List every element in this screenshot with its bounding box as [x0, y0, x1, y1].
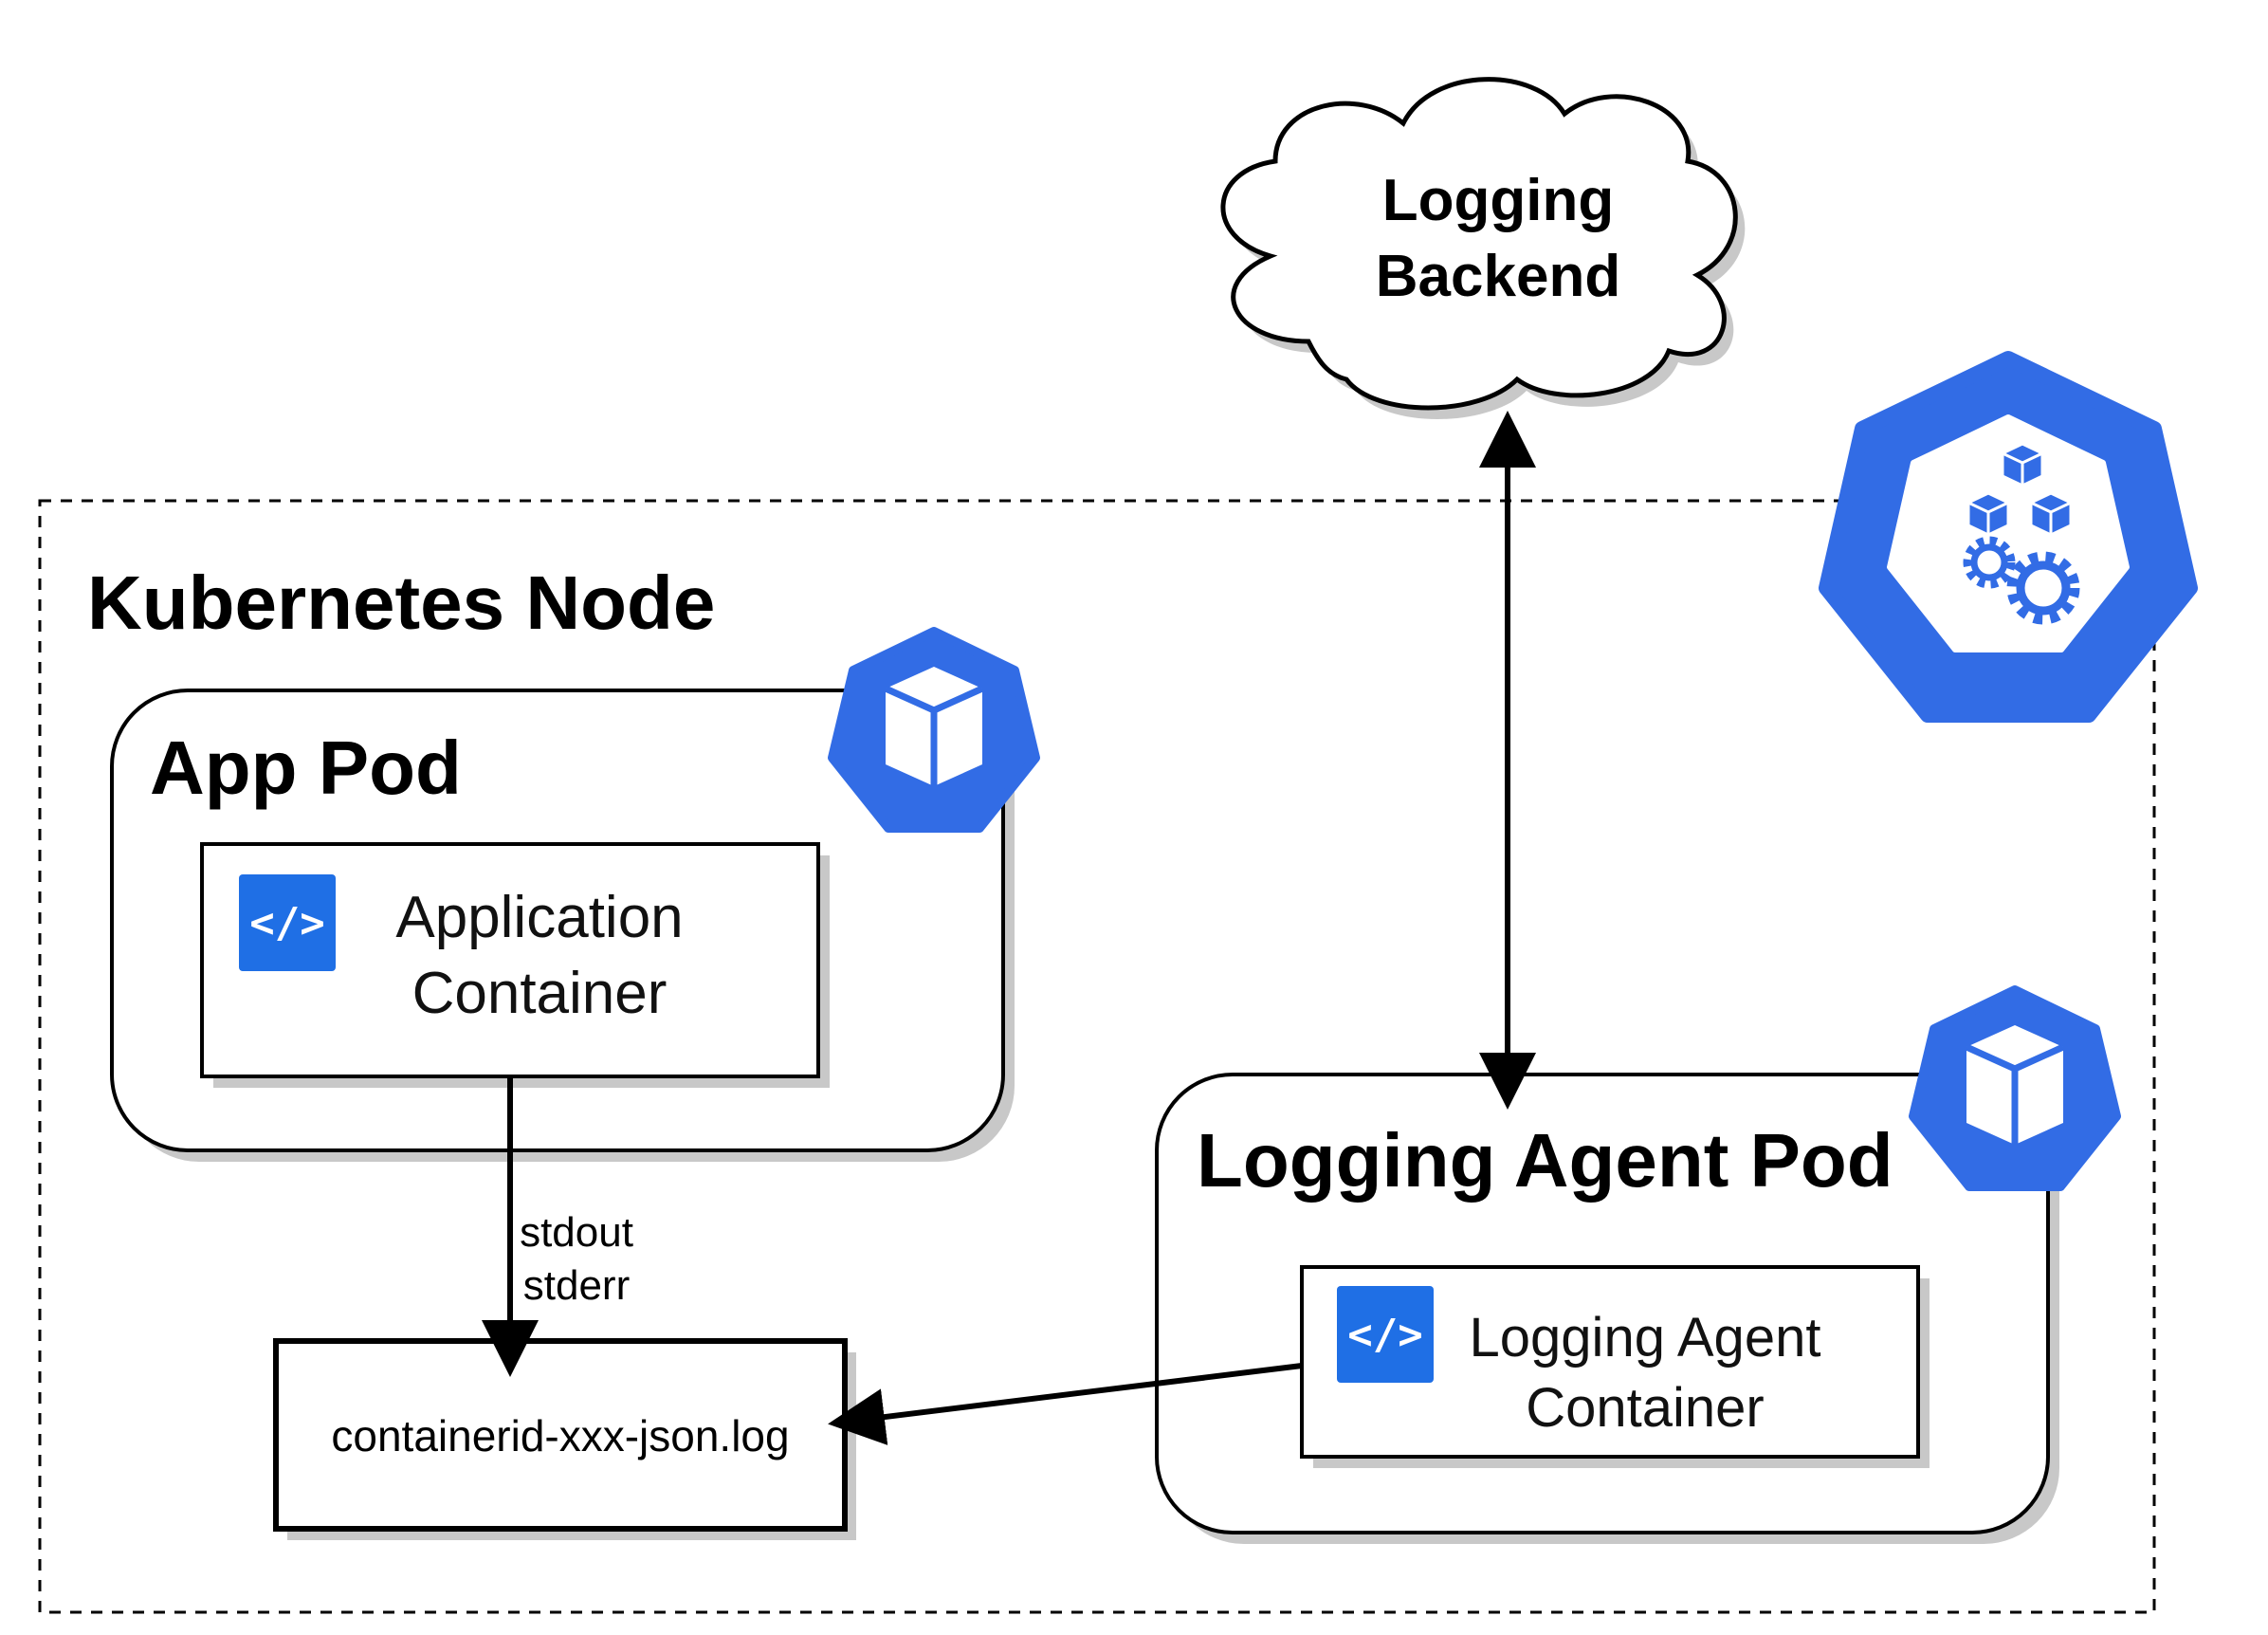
stderr-label: stderr	[522, 1262, 631, 1309]
stdout-label: stdout	[520, 1209, 633, 1256]
logging-agent-container-label: Logging Agent Container	[1441, 1303, 1849, 1443]
logging-backend-line2: Backend	[1375, 244, 1621, 309]
logging-backend-cloud	[1220, 77, 1746, 419]
kubernetes-node-boundary	[38, 499, 2156, 1614]
application-container-line2: Container	[412, 961, 668, 1026]
code-icon: </>	[1337, 1286, 1434, 1383]
kubernetes-node-title: Kubernetes Node	[87, 560, 716, 645]
logging-backend-line1: Logging	[1381, 168, 1615, 233]
log-file-box	[273, 1338, 848, 1532]
logging-agent-pod-title: Logging Agent Pod	[1197, 1118, 1893, 1203]
application-container-line1: Application	[395, 885, 684, 950]
application-container-label: Application Container	[364, 880, 715, 1032]
pod-icon-agent	[1909, 985, 2121, 1191]
logging-agent-container-line2: Container	[1526, 1377, 1765, 1439]
logging-backend-label: Logging Backend	[1308, 163, 1688, 315]
kubernetes-node-icon	[1819, 351, 2198, 723]
agent-reads-log-arrow	[828, 1363, 1303, 1445]
logging-agent-container-line1: Logging Agent	[1469, 1307, 1821, 1369]
code-icon: </>	[239, 874, 336, 971]
app-pod-title: App Pod	[150, 726, 462, 810]
log-file-label: containerid-xxx-json.log	[331, 1411, 790, 1460]
pod-icon-app	[828, 627, 1040, 833]
stream-label: stdout stderr	[520, 1206, 633, 1313]
